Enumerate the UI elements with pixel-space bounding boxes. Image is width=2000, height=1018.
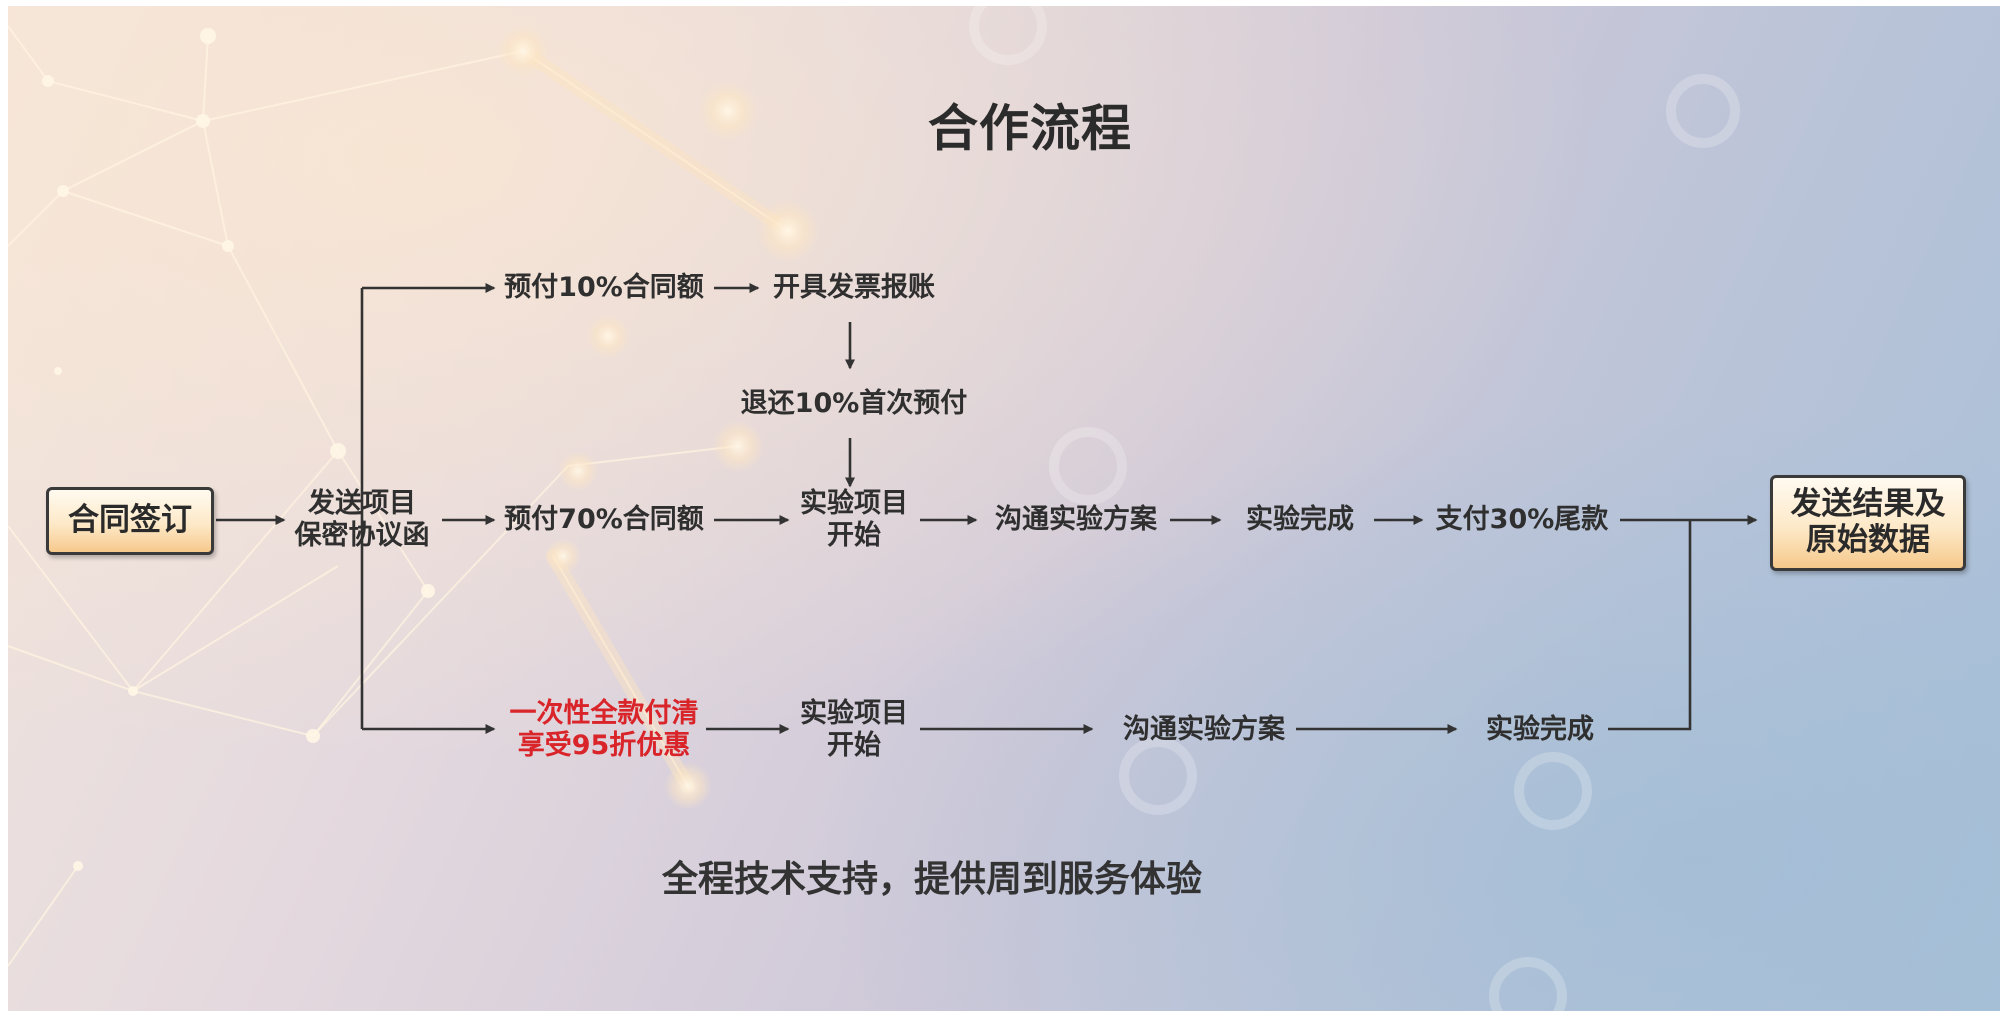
node-invoice: 开具发票报账 [773,272,935,304]
node-pay-30: 支付30%尾款 [1435,504,1609,536]
node-send-nda: 发送项目 保密协议函 [294,488,430,551]
node-experiment-start-mid: 实验项目 开始 [800,488,908,551]
node-done-bottom: 实验完成 [1486,714,1594,746]
connector-done-to-merge [1608,520,1692,731]
node-full-payment-discount: 一次性全款付清 享受95折优惠 [509,698,699,761]
network-background [8,6,2000,1011]
node-prepay-10: 预付10%合同额 [504,272,704,304]
page-title: 合作流程 [928,99,1132,158]
node-experiment-start-bottom: 实验项目 开始 [800,698,908,761]
flow-connectors [216,283,1758,734]
slide: 合作流程 合同签订 发送项目 保密协议函 预付10%合同额 开具发票报账 退还1… [8,6,2000,1011]
node-refund-10: 退还10%首次预付 [740,388,968,420]
node-plan-mid: 沟通实验方案 [995,504,1157,536]
node-done-mid: 实验完成 [1246,504,1354,536]
footer-tagline: 全程技术支持，提供周到服务体验 [661,858,1203,900]
node-send-results: 发送结果及 原始数据 [1770,475,1966,571]
node-plan-bottom: 沟通实验方案 [1123,714,1285,746]
node-contract-signing: 合同签订 [46,487,214,555]
node-prepay-70: 预付70%合同额 [504,504,704,536]
